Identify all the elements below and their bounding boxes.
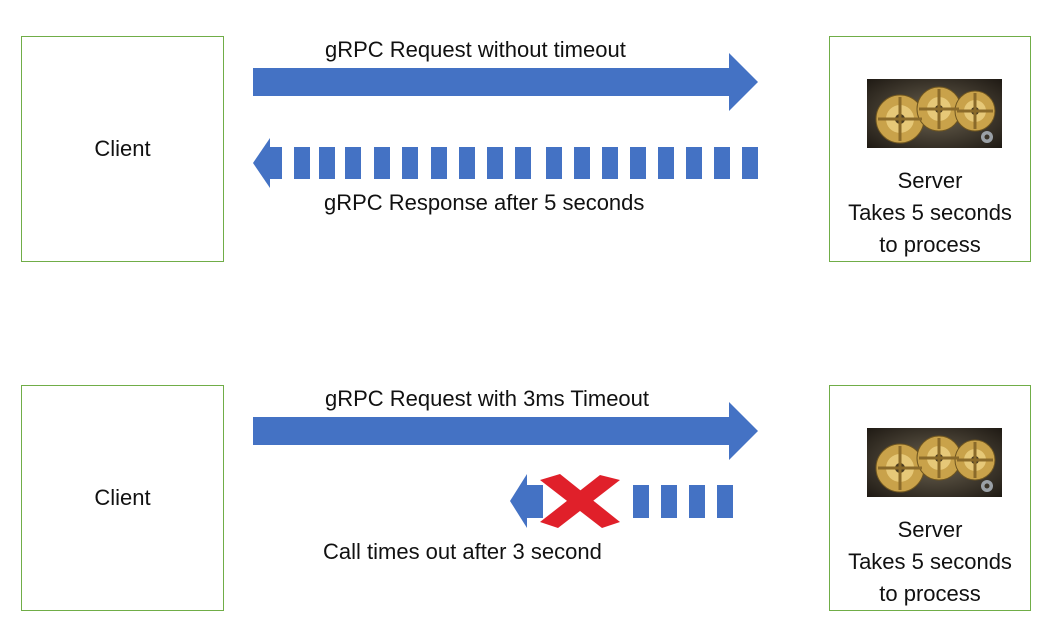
server-description-line-2: to process <box>879 232 981 257</box>
server-description-line-2: to process <box>879 581 981 606</box>
server-box-top: Server Takes 5 seconds to process <box>829 36 1031 262</box>
gears-icon <box>867 428 1002 497</box>
server-description-line-1: Takes 5 seconds <box>848 200 1012 225</box>
response-arrow-bottom <box>510 474 733 528</box>
server-title: Server <box>897 517 963 542</box>
response-arrowhead-bottom <box>510 474 527 528</box>
response-arrow-top <box>253 138 758 188</box>
client-label: Client <box>94 485 151 510</box>
timeout-label-bottom: Call times out after 3 second <box>323 539 602 564</box>
server-label: Server Takes 5 seconds to process <box>830 165 1030 261</box>
request-label-bottom: gRPC Request with 3ms Timeout <box>325 386 650 411</box>
cross-icon <box>540 474 620 528</box>
request-label-top: gRPC Request without timeout <box>325 37 626 62</box>
request-arrow-top <box>253 53 758 111</box>
response-label-top: gRPC Response after 5 seconds <box>324 190 645 215</box>
client-box-top: Client <box>21 36 224 262</box>
response-arrowhead-top <box>253 138 270 188</box>
request-arrow-bottom <box>253 402 758 460</box>
server-description-line-1: Takes 5 seconds <box>848 549 1012 574</box>
client-box-bottom: Client <box>21 385 224 611</box>
server-title: Server <box>897 168 963 193</box>
gears-icon <box>867 79 1002 148</box>
server-label: Server Takes 5 seconds to process <box>830 514 1030 610</box>
client-label: Client <box>94 136 151 161</box>
server-box-bottom: Server Takes 5 seconds to process <box>829 385 1031 611</box>
